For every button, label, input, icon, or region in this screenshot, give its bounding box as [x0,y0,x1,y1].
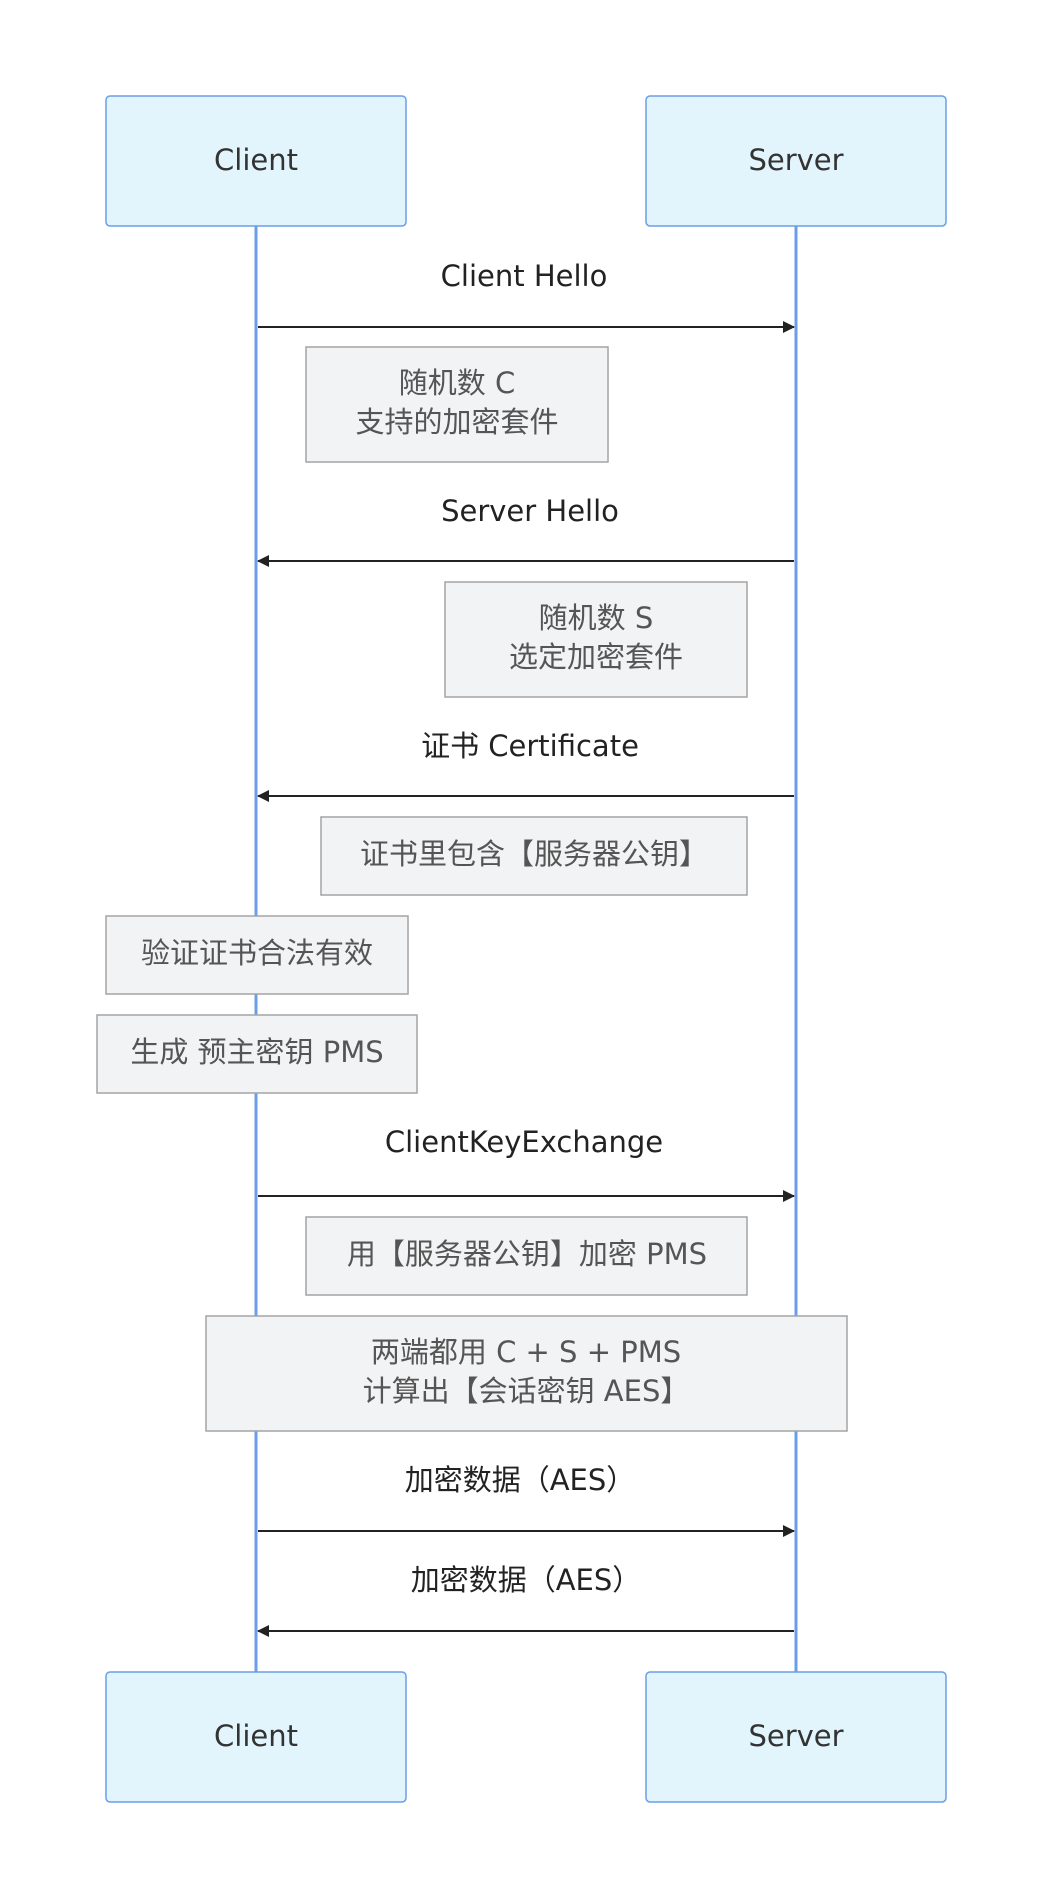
note-random-s: 随机数 S 选定加密套件 [444,581,748,698]
message-encrypted-data-to-client: 加密数据（AES） [257,1563,794,1637]
note-line: 支持的加密套件 [355,405,558,439]
note-generate-pms: 生成 预主密钥 PMS [96,1014,418,1094]
note-verify-certificate: 验证证书合法有效 [105,915,409,995]
actor-server-top: Server [645,95,947,227]
message-label: ClientKeyExchange [385,1125,663,1159]
message-server-hello: Server Hello [257,494,794,567]
actor-server-top-label: Server [748,143,843,177]
note-line: 随机数 S [539,601,654,635]
note-line: 选定加密套件 [509,640,683,674]
note-line: 计算出【会话密钥 AES】 [363,1374,690,1408]
message-certificate: 证书 Certificate [257,729,794,802]
note-line: 证书里包含【服务器公钥】 [360,837,708,871]
actor-server-bottom: Server [645,1671,947,1803]
note-certificate-contains-key: 证书里包含【服务器公钥】 [320,816,748,896]
actor-client-top-label: Client [214,143,298,177]
note-line: 两端都用 C + S + PMS [371,1335,681,1369]
note-compute-session-key: 两端都用 C + S + PMS 计算出【会话密钥 AES】 [205,1315,848,1432]
note-encrypt-pms: 用【服务器公钥】加密 PMS [305,1216,748,1296]
note-line: 验证证书合法有效 [141,936,373,970]
message-label: 加密数据（AES） [405,1463,636,1497]
message-label: Server Hello [441,494,619,528]
note-line: 随机数 C [399,366,515,400]
message-client-key-exchange: ClientKeyExchange [258,1125,795,1202]
actor-client-bottom: Client [105,1671,407,1803]
actor-server-bottom-label: Server [748,1719,843,1753]
message-label: 证书 Certificate [421,729,639,763]
note-random-c: 随机数 C 支持的加密套件 [305,346,609,463]
actor-client-bottom-label: Client [214,1719,298,1753]
message-client-hello: Client Hello [258,259,795,333]
message-label: 加密数据（AES） [411,1563,642,1597]
note-line: 用【服务器公钥】加密 PMS [347,1237,707,1271]
message-label: Client Hello [441,259,608,293]
message-encrypted-data-to-server: 加密数据（AES） [258,1463,795,1537]
actor-client-top: Client [105,95,407,227]
note-line: 生成 预主密钥 PMS [130,1035,383,1069]
